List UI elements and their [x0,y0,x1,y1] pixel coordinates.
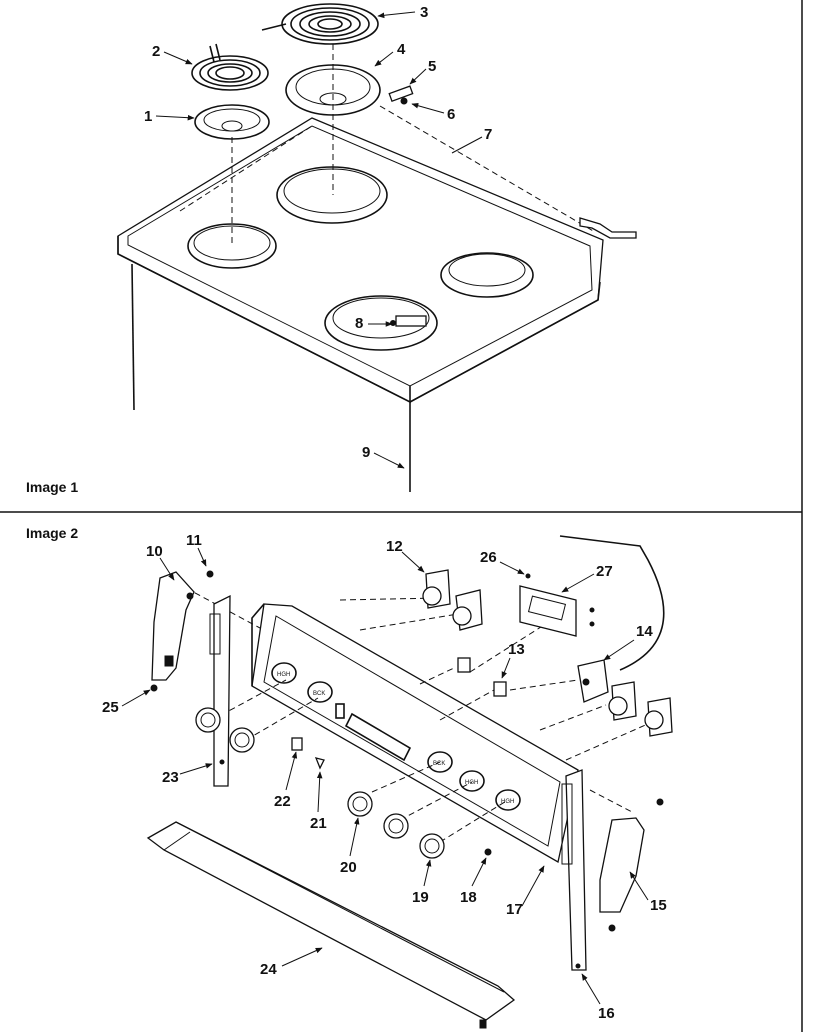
callout-8: 8 [355,315,393,332]
svg-text:1: 1 [144,108,152,125]
svg-text:17: 17 [506,901,523,918]
callout-10: 10 [146,543,175,581]
svg-text:25: 25 [102,699,119,716]
burner-opening-large [276,166,388,224]
control-panel-assembly: Image 2 HGH BCK BCK HGH HGH [26,525,673,1029]
callout-3: 3 [377,4,428,21]
callout-11: 11 [186,532,207,567]
svg-text:BCK: BCK [313,691,325,697]
cooktop-surface [117,117,604,403]
svg-text:HGH: HGH [465,780,478,786]
callout-23: 23 [162,763,213,786]
svg-text:2: 2 [152,43,160,60]
end-cap-right [599,798,664,932]
infinite-switch [422,569,673,737]
callout-20: 20 [340,817,360,876]
callout-22: 22 [274,751,298,810]
callout-21: 21 [310,771,327,832]
switch-clip [291,737,303,751]
svg-text:7: 7 [484,126,492,143]
svg-text:6: 6 [447,106,455,123]
callout-5: 5 [409,58,436,85]
callout-15: 15 [629,871,667,914]
svg-text:13: 13 [508,641,525,658]
callout-12: 12 [386,538,425,573]
side-bracket-right [561,769,587,971]
callout-4: 4 [374,41,406,67]
callout-19: 19 [412,859,432,906]
svg-text:18: 18 [460,889,477,906]
svg-text:HGH: HGH [501,799,514,805]
surface-element-small [191,43,269,91]
image-2-caption: Image 2 [26,525,78,541]
callout-16: 16 [581,973,615,1022]
svg-text:4: 4 [397,41,406,58]
callout-13: 13 [501,641,525,679]
svg-text:HGH: HGH [277,672,290,678]
svg-text:23: 23 [162,769,179,786]
callout-24: 24 [260,947,323,978]
screw-18 [484,848,492,856]
trim-strip [146,821,516,1029]
burner-opening-right-rear [440,252,534,298]
callout-7: 7 [451,126,492,154]
terminal-block [390,315,427,327]
image-1-caption: Image 1 [26,479,78,495]
backguard-panel [251,603,579,864]
svg-text:21: 21 [310,815,327,832]
side-bracket-left [209,594,231,787]
svg-text:10: 10 [146,543,163,560]
callout-6: 6 [411,103,455,123]
burner-opening-left-front [187,223,277,269]
svg-text:15: 15 [650,897,667,914]
callout-18: 18 [460,857,487,906]
callout-1: 1 [144,108,195,125]
svg-text:14: 14 [636,623,653,640]
callout-26: 26 [480,549,525,575]
callout-2: 2 [152,43,193,65]
callout-25: 25 [102,689,151,716]
cooktop-assembly: 1 2 3 4 5 6 7 8 [26,3,637,495]
drip-bowl-small [194,104,270,140]
receptacle-block [388,85,414,105]
indicator-switch [457,657,507,697]
callout-17: 17 [506,865,545,918]
svg-text:3: 3 [420,4,428,21]
screw-25 [150,684,158,692]
svg-text:BCK: BCK [433,761,445,767]
svg-text:20: 20 [340,859,357,876]
end-cap-left [151,571,195,681]
screw-11 [206,570,214,578]
svg-text:8: 8 [355,315,363,332]
button-cap [314,757,325,770]
svg-text:11: 11 [186,532,202,549]
svg-text:16: 16 [598,1005,615,1022]
svg-text:22: 22 [274,793,291,810]
electronic-clock [519,573,595,637]
svg-text:19: 19 [412,889,429,906]
callout-27: 27 [561,563,613,593]
svg-text:26: 26 [480,549,497,566]
svg-text:24: 24 [260,961,277,978]
svg-text:9: 9 [362,444,370,461]
svg-text:12: 12 [386,538,403,555]
svg-text:5: 5 [428,58,436,75]
hinge-bracket [579,217,637,239]
callout-14: 14 [603,623,653,661]
control-knob [195,707,445,859]
callout-9: 9 [362,444,405,469]
surface-element-large [261,3,379,45]
burner-opening-right-front [324,295,438,351]
oven-selector-switch [559,535,665,703]
svg-text:27: 27 [596,563,613,580]
panel-markings: HGH BCK BCK HGH HGH [271,662,521,811]
